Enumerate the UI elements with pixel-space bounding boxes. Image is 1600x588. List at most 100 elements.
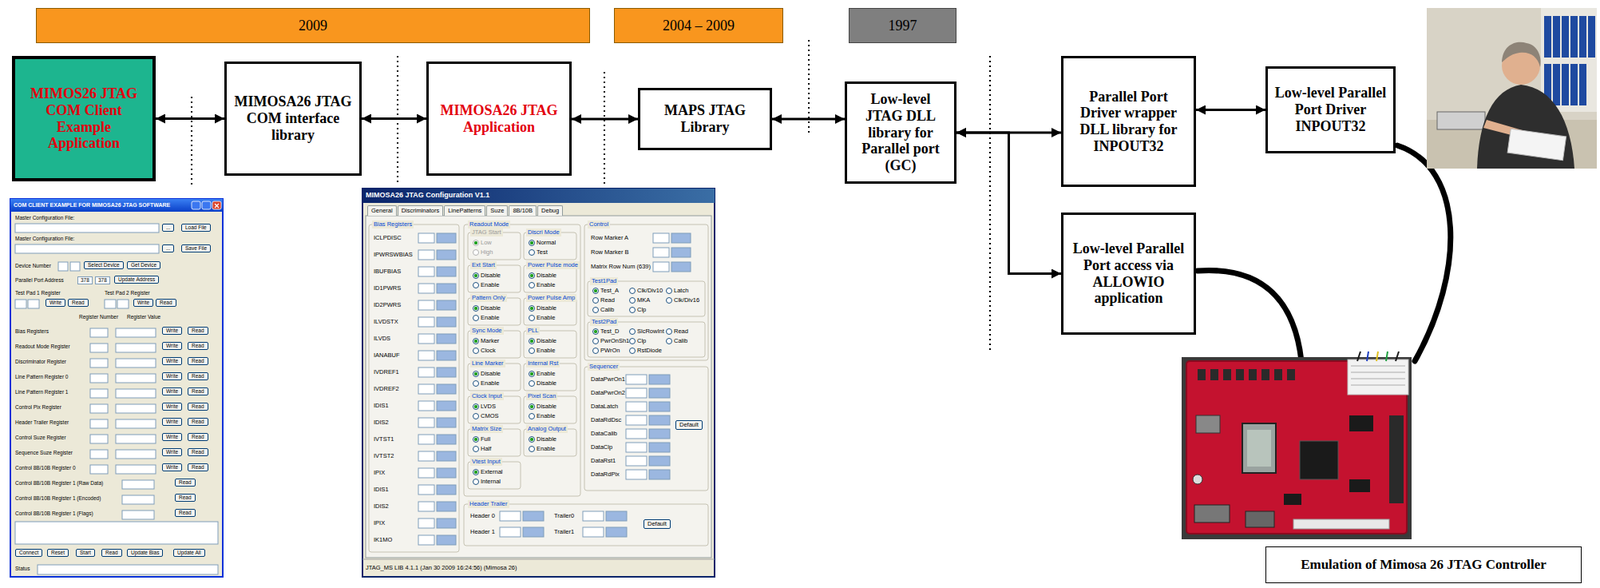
group-frame xyxy=(463,224,581,496)
window-title: MIMOSA26 JTAG Configuration V1.1 xyxy=(365,190,490,201)
option-group-title: Test2Pad xyxy=(590,317,618,326)
register-name: Control 8B/10B Register 0 xyxy=(15,464,76,472)
register-name: IPIX xyxy=(373,468,385,477)
radio-option: Calib xyxy=(665,336,688,345)
field-label: DataLatch xyxy=(590,402,618,411)
field-label: Trailer0 xyxy=(554,511,575,520)
text-field xyxy=(418,501,435,511)
value-field xyxy=(436,283,456,294)
double-arrow xyxy=(1196,108,1266,111)
value-field xyxy=(649,401,670,412)
double-arrow xyxy=(772,118,845,121)
text-field xyxy=(37,564,218,575)
register-name: ID1PWRS xyxy=(373,284,401,293)
text-field xyxy=(653,261,670,272)
radio-option: Test_A xyxy=(592,286,619,295)
text-field xyxy=(418,367,435,377)
field-label: Parallel Port Address xyxy=(15,277,64,284)
button: Read xyxy=(187,402,209,411)
cable xyxy=(1197,145,1451,361)
button: Start xyxy=(75,548,96,557)
text-field xyxy=(90,419,108,428)
register-name: IDIS1 xyxy=(373,485,389,494)
group-frame xyxy=(584,224,709,361)
text-field xyxy=(418,400,435,411)
column-header: Register Value xyxy=(126,313,161,321)
button: Read xyxy=(174,493,196,502)
button: Read xyxy=(174,478,196,487)
radio-option: Disable xyxy=(472,271,501,280)
text-field xyxy=(115,434,156,444)
node-text: 2009 xyxy=(298,17,328,35)
radio-option: Enable xyxy=(472,313,500,322)
button: Update All xyxy=(173,548,206,557)
radio-option: Enable xyxy=(472,281,500,290)
button: Write xyxy=(162,447,183,456)
value-field xyxy=(436,333,456,344)
radio-option: Internal xyxy=(472,477,501,486)
value-field xyxy=(649,455,670,466)
text-field xyxy=(625,401,647,412)
group-title: Control xyxy=(587,220,610,229)
group-frame xyxy=(523,396,577,424)
value-field xyxy=(649,469,670,480)
group-frame xyxy=(368,224,460,552)
text-field xyxy=(90,343,108,353)
node-text: MAPS JTAG Library xyxy=(645,102,765,135)
text-field xyxy=(625,428,647,439)
radio-option: High xyxy=(472,248,493,257)
field-label: Header 0 xyxy=(470,511,496,520)
field-label: DataRst1 xyxy=(590,456,616,465)
button: Update Bias xyxy=(126,548,163,557)
fpga-board-photo xyxy=(1181,351,1412,539)
text-field xyxy=(653,247,670,258)
text-field xyxy=(582,526,604,537)
register-name: IPWRSWBIAS xyxy=(373,250,413,259)
radio-option: Read xyxy=(592,296,615,305)
button: Connect xyxy=(15,548,43,557)
radio-option: Marker xyxy=(472,336,500,345)
button: Read xyxy=(155,298,177,307)
button: Read xyxy=(174,508,196,517)
value-field xyxy=(671,247,691,258)
field-label: DataCalib xyxy=(590,429,618,438)
field-label: Status xyxy=(15,565,30,572)
text-field xyxy=(418,316,435,327)
double-arrow xyxy=(155,117,225,120)
field-label: Header 1 xyxy=(470,527,496,536)
double-arrow xyxy=(571,118,638,121)
register-name: IVTST1 xyxy=(373,435,394,444)
radio-option: Disable xyxy=(528,379,557,388)
text-field xyxy=(418,467,435,478)
value-field xyxy=(522,510,544,521)
text-field xyxy=(90,403,108,413)
option-group-title: Internal Rst xyxy=(526,359,560,368)
value-field xyxy=(671,233,691,243)
radio-option: Calib xyxy=(592,305,614,314)
radio-option: Enable xyxy=(528,281,555,290)
button: Write xyxy=(162,341,183,350)
group-frame xyxy=(523,297,577,325)
register-name: Control 8B/10B Register 1 (Raw Data) xyxy=(15,479,103,487)
button: Read xyxy=(187,356,209,365)
radio-option: SlcRowInt xyxy=(629,327,665,336)
driver-box: Low-level Parallel Port Driver INPOUT32 xyxy=(1265,66,1396,154)
text-field xyxy=(122,495,155,504)
value-field xyxy=(436,484,456,495)
button: Read xyxy=(187,463,209,472)
text-field xyxy=(70,261,80,271)
radio-option: CMOS xyxy=(472,411,500,420)
double-arrow xyxy=(956,132,1062,274)
button: Read xyxy=(187,432,209,441)
library-box: Parallel Port Driver wrapper DLL library… xyxy=(1061,55,1197,187)
node-text: 2004 – 2009 xyxy=(662,17,735,35)
button: Read xyxy=(187,372,209,381)
group-frame xyxy=(467,232,521,260)
text-field xyxy=(625,442,647,452)
text-field xyxy=(115,388,156,398)
value-field xyxy=(436,451,456,461)
person-photo xyxy=(1426,7,1597,169)
tab: General xyxy=(367,205,397,216)
value-field xyxy=(436,249,456,260)
text-field xyxy=(27,299,40,309)
